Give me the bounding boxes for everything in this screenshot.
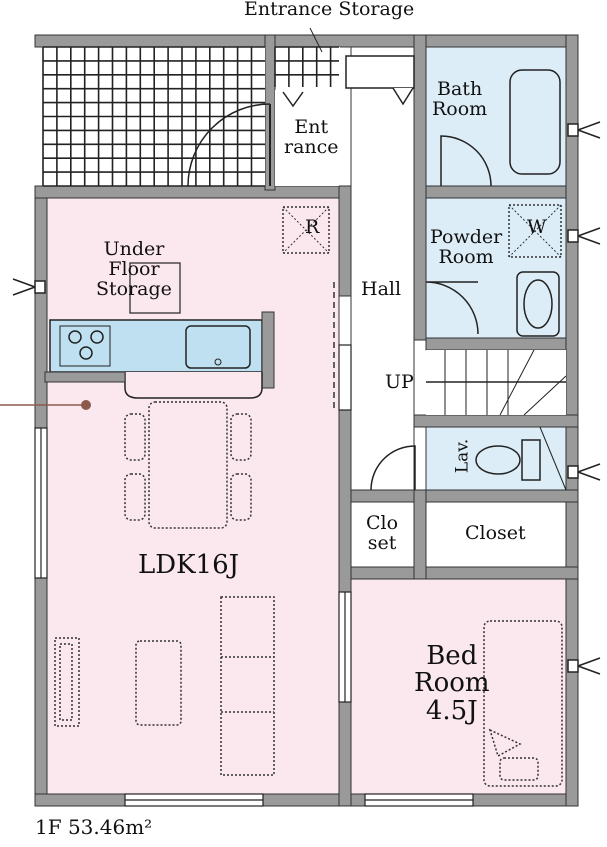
toilet-tank: [521, 439, 541, 481]
storage-leader-line: [309, 27, 323, 53]
entrance-label-line1: Ent: [294, 116, 329, 138]
hall-floor: [350, 46, 415, 491]
small-closet-label: Clo set: [366, 512, 399, 554]
small-closet-floor: [350, 501, 415, 568]
under-floor-storage-label-line2: Floor: [108, 257, 160, 280]
under-floor-storage-label-line3: Storage: [96, 277, 172, 300]
lavatory-label: Lav.: [452, 438, 473, 474]
entrance-door: [187, 90, 339, 187]
entrance-storage-label: Entrance Storage: [244, 0, 415, 20]
under-floor-storage-label: Under Floor Storage: [96, 238, 172, 300]
sink: [185, 325, 251, 369]
kitchen-wall-end: [261, 311, 275, 389]
hall-step: [345, 55, 415, 89]
bed-room-label-line1: Bed: [426, 641, 478, 671]
vent-r-box: [282, 206, 330, 254]
under-floor-storage-label-line1: Under: [103, 238, 165, 260]
vent-marks: [12, 121, 601, 675]
bed: [483, 620, 563, 787]
small-closet-label-line2: set: [367, 531, 397, 554]
vent-w-label: W: [527, 216, 547, 238]
under-floor-storage: [129, 262, 181, 314]
bed-room-label-line2: Room: [414, 668, 490, 699]
ldk-floor: [46, 197, 340, 795]
bed-room-label: Bed Room 4.5J: [414, 641, 490, 726]
bath-room-label: Bath Room: [432, 78, 488, 120]
bed-room-label-line3: 4.5J: [425, 695, 478, 726]
ldk-leader-dot: [81, 400, 91, 410]
small-closet-label-line1: Clo: [366, 512, 399, 534]
counter-wall: [44, 371, 126, 383]
ldk-label: LDK16J: [138, 550, 240, 580]
dining-set: [124, 401, 252, 529]
windows: [34, 344, 474, 807]
bed-room-floor: [350, 578, 567, 795]
entrance-label: Ent rance: [284, 116, 339, 158]
hall-label: Hall: [361, 278, 402, 300]
floor-area-caption: 1F 53.46m²: [35, 815, 153, 839]
powder-room-label-line2: Room: [438, 245, 494, 268]
entrance-tiles: [42, 46, 340, 187]
powder-room-label-line1: Powder: [430, 226, 503, 248]
washing-machine-space: [508, 204, 562, 258]
closet-label: Closet: [465, 522, 526, 544]
powder-room-label: Powder Room: [430, 226, 503, 268]
entrance-label-line2: rance: [284, 135, 339, 158]
bath-room-label-line1: Bath: [437, 78, 483, 100]
toilet-bowl: [475, 445, 521, 475]
vent-r-label: R: [305, 216, 320, 238]
living-furniture: [54, 596, 275, 776]
bath-room-label-line2: Room: [432, 97, 488, 120]
stove: [59, 325, 111, 367]
stairs: [426, 349, 567, 416]
closet-floor: [425, 501, 567, 568]
stairs-up-label: UP: [385, 371, 414, 393]
bathtub: [509, 69, 561, 175]
